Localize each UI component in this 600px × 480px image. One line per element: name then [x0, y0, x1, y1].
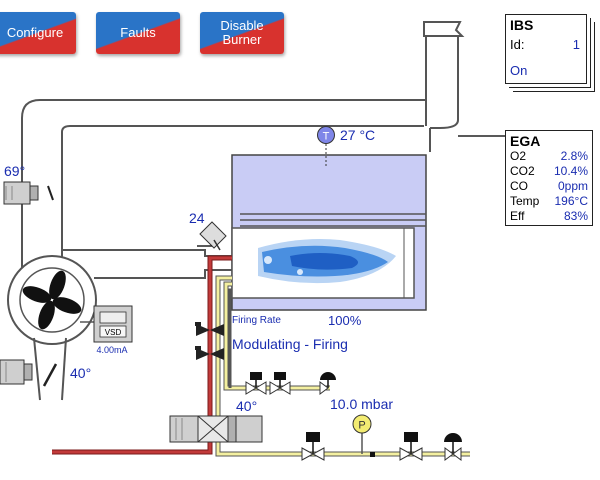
- furnace-body: [231, 154, 427, 311]
- svg-text:P: P: [358, 420, 365, 432]
- faults-button[interactable]: Faults: [96, 12, 180, 54]
- main-gas-valve-1-icon[interactable]: [301, 432, 325, 461]
- gas-supply-pipe: [215, 275, 470, 457]
- fan-damper-angle: 40°: [70, 365, 91, 381]
- main-gas-regulator-icon[interactable]: [444, 433, 462, 461]
- ibs-status: On: [510, 63, 528, 78]
- air-damper-actuator[interactable]: [3, 181, 39, 205]
- gas-pressure-value: 10.0 mbar: [330, 396, 394, 412]
- ibs-panel[interactable]: IBS Id: 1 On: [505, 14, 587, 84]
- fan-inlet-duct: [33, 337, 67, 401]
- gas-test-point: [370, 452, 375, 457]
- firing-rate-label: Firing Rate: [232, 315, 281, 326]
- burner-flame: [258, 239, 396, 284]
- air-supply-pipe: [52, 255, 232, 455]
- air-valve-upper-icon[interactable]: [195, 322, 224, 336]
- pilot-valve-1-icon[interactable]: [245, 372, 267, 395]
- disable-burner-button[interactable]: Disable Burner: [200, 12, 284, 54]
- ibs-id-label: Id:: [510, 37, 525, 52]
- flue-stack-top: [423, 21, 465, 37]
- temperature-sensor-icon: T: [317, 126, 335, 144]
- main-gas-valve-2-icon[interactable]: [399, 432, 423, 461]
- air-damper-blade-icon: [47, 185, 54, 201]
- gas-valve-angle: 40°: [236, 398, 257, 414]
- ega-title: EGA: [510, 133, 541, 149]
- ibs-title: IBS: [510, 17, 534, 33]
- svg-text:VSD: VSD: [105, 328, 122, 337]
- svg-text:T: T: [323, 131, 330, 143]
- fan-damper-blade-icon: [42, 363, 58, 387]
- configure-button[interactable]: Configure: [0, 12, 76, 54]
- pilot-valve-2-icon[interactable]: [269, 372, 291, 395]
- flue-damper-value: 24: [189, 210, 205, 226]
- butterfly-valve-actuator[interactable]: [169, 415, 263, 443]
- combustion-fan-icon: [7, 255, 97, 345]
- damper-top-angle: 69°: [4, 163, 25, 179]
- flue-damper-icon[interactable]: [197, 221, 227, 251]
- firing-mode-status: Modulating - Firing: [232, 336, 348, 352]
- vsd-current: 4.00mA: [96, 345, 127, 355]
- fan-damper-actuator[interactable]: [0, 359, 33, 385]
- temperature-value: 27 °C: [340, 127, 375, 143]
- ibs-id-value: 1: [572, 37, 580, 52]
- vsd-drive-icon[interactable]: VSD: [80, 305, 133, 343]
- pilot-regulator-icon[interactable]: [319, 372, 336, 395]
- firing-rate-value: 100%: [328, 313, 362, 328]
- flue-duct: [21, 36, 459, 290]
- pressure-sensor-icon: P: [352, 414, 372, 434]
- air-valve-lower-icon[interactable]: [195, 346, 224, 360]
